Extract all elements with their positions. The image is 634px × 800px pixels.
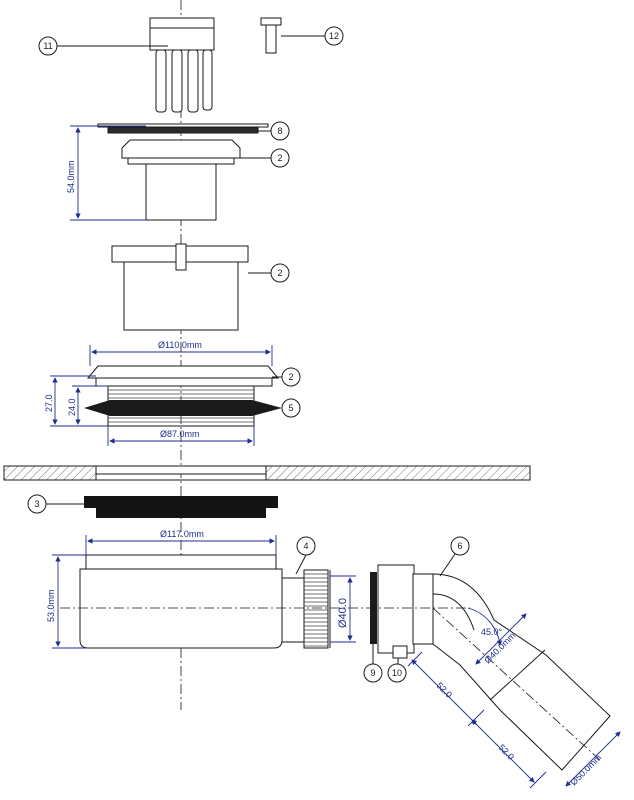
callout-2-lower (281, 367, 301, 387)
dim-40-diameter: Ø40.0 (330, 575, 356, 643)
callout-2-middle (270, 263, 290, 283)
part-2-upper-body (121, 139, 241, 221)
callout-12-label: 12 (329, 31, 339, 41)
floor-section (3, 465, 531, 481)
part-2-lower-flange (86, 365, 280, 427)
callout-6-label: 6 (457, 541, 462, 551)
dim-54-label: 54.0mm (66, 160, 76, 193)
callout-2-lower-label: 2 (288, 372, 293, 382)
callout-3-label: 3 (34, 499, 39, 509)
part-2-middle-sleeve (111, 243, 249, 331)
callout-10-label: 10 (392, 668, 402, 678)
dim-53-height: 53.0mm (46, 554, 86, 649)
callout-8-label: 8 (277, 126, 282, 136)
part-5-washer (84, 400, 282, 416)
part-12-screw (260, 17, 282, 54)
callout-3 (27, 494, 47, 514)
part-6-elbow (432, 573, 611, 771)
callout-5-label: 5 (288, 403, 293, 413)
dim-117-diameter: Ø117.0mm (85, 529, 277, 555)
dim-24-label: 24.0 (67, 398, 77, 416)
dim-87-label: Ø87.0mm (160, 429, 200, 439)
callout-9 (363, 663, 383, 683)
dim-117-label: Ø117.0mm (160, 529, 204, 539)
callout-2-middle-label: 2 (277, 268, 282, 278)
dim-53-label: 53.0mm (46, 589, 56, 622)
dim-110-diameter: Ø110.0mm (89, 340, 273, 366)
dim-24-height: 24.0 (67, 385, 108, 425)
dim-87-diameter: Ø87.0mm (107, 426, 255, 446)
callout-8 (270, 121, 290, 141)
part-11-insert (149, 17, 215, 113)
callout-10 (387, 663, 407, 683)
dim-52-lower-label: 52.0 (497, 742, 516, 761)
trap-body (79, 554, 331, 649)
callout-4-label: 4 (303, 541, 308, 551)
callout-11 (38, 36, 58, 56)
callout-9-label: 9 (370, 668, 375, 678)
dim-54-height: 54.0mm (66, 125, 146, 221)
part-8-grate (97, 123, 269, 134)
dim-40-label: Ø40.0 (337, 598, 349, 628)
callout-2-upper (270, 148, 290, 168)
callout-12 (324, 26, 344, 46)
dim-45-label: 45.0° (481, 627, 503, 637)
callout-5 (281, 398, 301, 418)
callout-6 (450, 536, 470, 556)
dim-27-label: 27.0 (44, 394, 54, 412)
part-10-nut (377, 564, 434, 659)
dim-27-height: 27.0 (44, 375, 108, 427)
dim-110-label: Ø110.0mm (158, 340, 202, 350)
callout-11-label: 11 (43, 41, 52, 51)
callout-2-upper-label: 2 (277, 153, 282, 163)
dim-52-upper-label: 52.0 (435, 680, 454, 699)
callout-4 (296, 536, 316, 556)
part-3-gasket (84, 496, 278, 518)
